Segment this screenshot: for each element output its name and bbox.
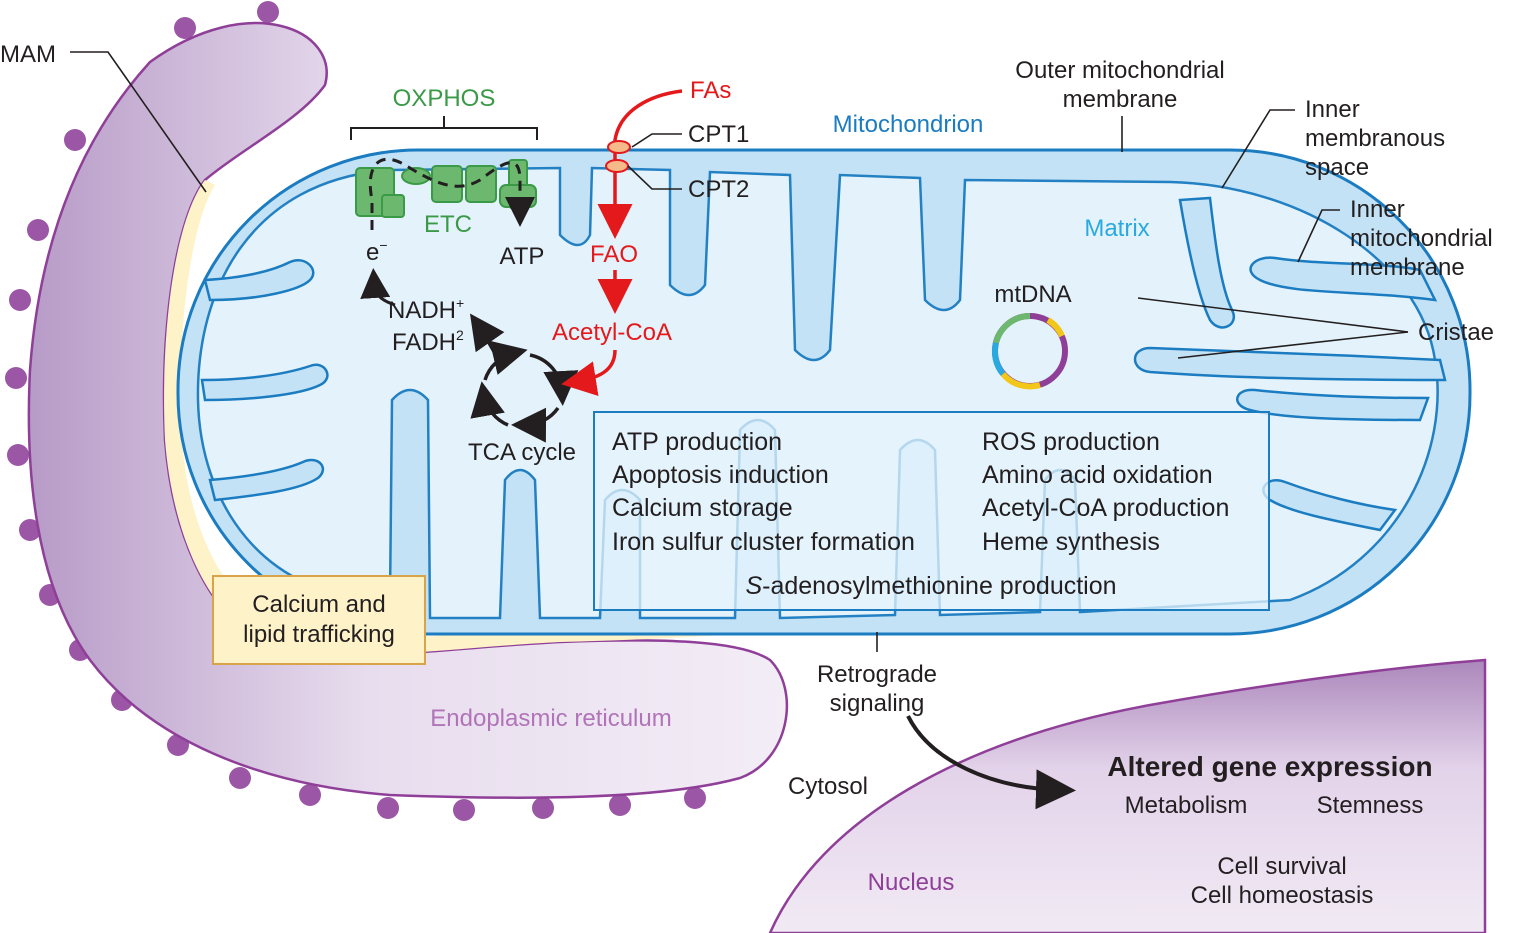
ims-label-1: Inner (1305, 96, 1360, 123)
cpt1-label: CPT1 (688, 121, 749, 148)
functions-box (593, 411, 1270, 611)
calcium-box (212, 575, 426, 665)
functions-right-list: ROS production Amino acid oxidation Acet… (982, 428, 1229, 556)
ims-label-2: membranous (1305, 125, 1445, 152)
functions-left-list: ATP production Apoptosis induction Calci… (612, 428, 915, 556)
altered-gene-expression-label: Altered gene expression (1107, 751, 1432, 782)
mtdna-ring (991, 313, 1068, 390)
cytosol-label: Cytosol (788, 773, 868, 800)
cristae (200, 196, 1447, 532)
nucleus-label: Nucleus (868, 869, 955, 896)
oxphos-label: OXPHOS (393, 85, 496, 112)
cpt1-transporter (607, 140, 631, 154)
inner-membrane-label-1: Inner (1350, 196, 1405, 223)
outer-membrane-label-1: Outer mitochondrial (1015, 57, 1224, 84)
mitochondrion-label: Mitochondrion (833, 111, 984, 138)
fao-pathway (561, 89, 683, 396)
fao-label: FAO (590, 241, 638, 268)
outer-membrane-label-2: membrane (1063, 86, 1178, 113)
cell-survival-label: Cell survival (1217, 853, 1346, 880)
electron-flow-dashed (368, 157, 535, 230)
function-item: Calcium storage (612, 494, 793, 522)
retrograde-label-1: Retrograde (817, 661, 937, 688)
inner-membrane-label-2: mitochondrial (1350, 225, 1493, 252)
function-item: Amino acid oxidation (982, 461, 1213, 489)
er-label: Endoplasmic reticulum (430, 705, 671, 732)
function-item: Heme synthesis (982, 528, 1160, 556)
metabolism-label: Metabolism (1125, 792, 1248, 819)
cpt2-label: CPT2 (688, 176, 749, 203)
nadh-label: NADH+ (388, 295, 464, 324)
function-item: Iron sulfur cluster formation (612, 528, 915, 556)
fas-label: FAs (690, 77, 731, 104)
etc-label: ETC (424, 211, 472, 238)
nadh-to-e-arrow (360, 268, 396, 307)
calcium-label-2: lipid trafficking (243, 621, 395, 648)
matrix-label: Matrix (1084, 215, 1149, 242)
inner-membrane-label-3: membrane (1350, 254, 1465, 281)
retrograde-arrow (906, 715, 1076, 810)
mam-label: MAM (0, 41, 56, 68)
nucleus (768, 658, 1487, 933)
acetyl-coa-label: Acetyl-CoA (552, 319, 672, 346)
fadh-label: FADH2 (392, 327, 464, 356)
ims-label-3: space (1305, 154, 1369, 181)
function-item: ROS production (982, 428, 1160, 456)
mtdna-label: mtDNA (994, 281, 1071, 308)
sam-production-label: S-adenosylmethionine production (745, 572, 1116, 600)
calcium-label-1: Calcium and (252, 591, 385, 618)
leader-lines (70, 51, 1409, 652)
e-minus-label: e− (366, 237, 388, 266)
cristae-label: Cristae (1418, 319, 1494, 346)
retrograde-label-2: signaling (830, 690, 925, 717)
function-item: Acetyl-CoA production (982, 494, 1229, 522)
stemness-label: Stemness (1317, 792, 1424, 819)
tca-label: TCA cycle (468, 439, 576, 466)
function-item: ATP production (612, 428, 782, 456)
cell-homeostasis-label: Cell homeostasis (1191, 882, 1374, 909)
oxphos-bracket (350, 116, 538, 140)
cpt2-transporter (605, 159, 629, 173)
function-item: Apoptosis induction (612, 461, 829, 489)
atp-label: ATP (500, 243, 545, 270)
